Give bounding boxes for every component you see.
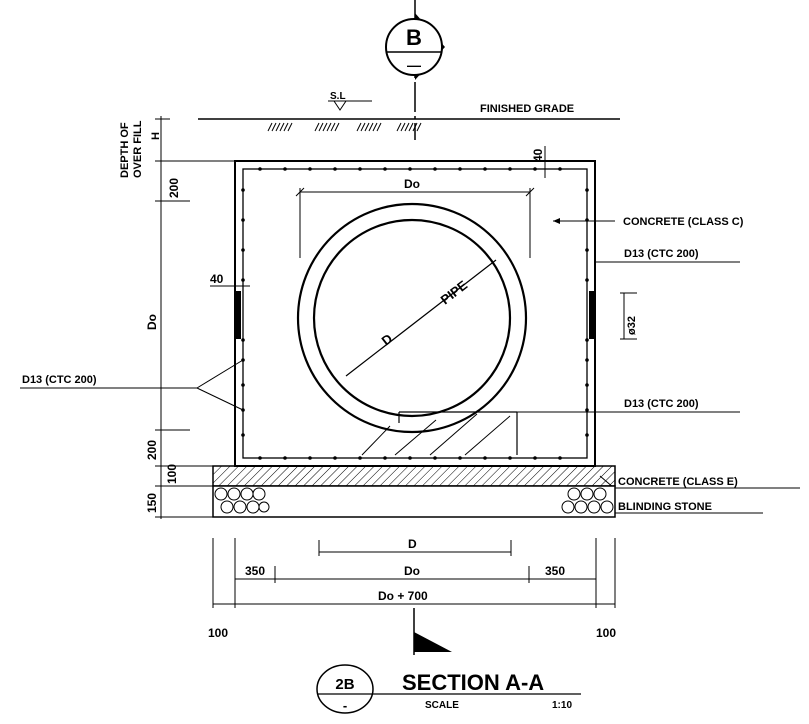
pipe: D PIPE [296, 202, 528, 456]
callout-concrete-e: CONCRETE (CLASS E) [599, 475, 800, 489]
rebar-right-top-label: D13 (CTC 200) [624, 248, 699, 260]
scale-value: 1:10 [552, 700, 572, 711]
callout-rebar-right-bottom: D13 (CTC 200) [517, 398, 740, 413]
dim-left-cover: 40 [210, 272, 224, 286]
dim-box-height: Do [145, 314, 159, 330]
scale-label: SCALE [425, 700, 459, 711]
section-marker-top: B — [385, 0, 445, 140]
dim-blinding: 150 [145, 493, 159, 513]
dim-side-right: 350 [545, 564, 565, 578]
dim-bottom-slab: 200 [145, 440, 159, 460]
concrete-c-label: CONCRETE (CLASS C) [623, 216, 744, 228]
dim-margin-left: 100 [208, 626, 228, 640]
finished-grade-label: FINISHED GRADE [480, 103, 574, 115]
callout-blinding: BLINDING STONE [599, 495, 763, 514]
dim-total: Do + 700 [378, 589, 428, 603]
joint-strip-right [589, 291, 595, 339]
inner-width-label: Do [404, 177, 420, 191]
ground-hatch [267, 122, 422, 132]
blinding-stone-layer [212, 485, 616, 518]
depth-line1: DEPTH OF [119, 122, 131, 178]
section-title: SECTION A-A [402, 670, 544, 695]
ground-line: FINISHED GRADE S.L [198, 91, 620, 132]
rebar-dots [241, 167, 589, 460]
dia32-label: ø32 [626, 316, 638, 335]
marker-bottom-sub: - [343, 698, 347, 713]
dim-top-cover: 40 [531, 148, 545, 162]
marker-sub: — [407, 57, 421, 73]
joint-strip-left [235, 291, 241, 339]
blinding-stone-label: BLINDING STONE [618, 501, 712, 513]
callout-rebar-left: D13 (CTC 200) [20, 359, 244, 411]
title-block: 2B - SECTION A-A SCALE 1:10 [316, 664, 581, 714]
section-cut-bottom [413, 608, 452, 655]
dim-dia32: ø32 [620, 292, 638, 340]
callout-rebar-right-top: D13 (CTC 200) [596, 248, 740, 263]
depth-h: H [150, 132, 162, 140]
concrete-class-e-layer [212, 465, 616, 487]
dim-top-slab: 200 [167, 178, 181, 198]
bottom-dimensions: D 350 Do 350 Do + 700 100 100 [208, 537, 616, 640]
marker-bottom-label: 2B [335, 676, 354, 693]
left-dimensions: 200 Do 200 100 150 [145, 161, 215, 519]
dim-pipe-bottom: D [408, 537, 417, 551]
concrete-e-label: CONCRETE (CLASS E) [618, 476, 738, 488]
sl-label: S.L [330, 91, 346, 102]
callout-concrete-c: CONCRETE (CLASS C) [553, 216, 744, 228]
depth-line2: OVER FILL [132, 120, 144, 178]
marker-letter: B [406, 25, 422, 50]
rebar-right-bottom-label: D13 (CTC 200) [624, 398, 699, 410]
depth-dimension: DEPTH OF OVER FILL H [119, 116, 235, 178]
dim-bottom-inner: Do [404, 564, 420, 578]
dim-margin-right: 100 [596, 626, 616, 640]
rebar-left-label: D13 (CTC 200) [22, 374, 97, 386]
dim-concrete-e: 100 [165, 464, 179, 484]
inner-frame: Do [295, 177, 535, 258]
dim-side-left: 350 [245, 564, 265, 578]
